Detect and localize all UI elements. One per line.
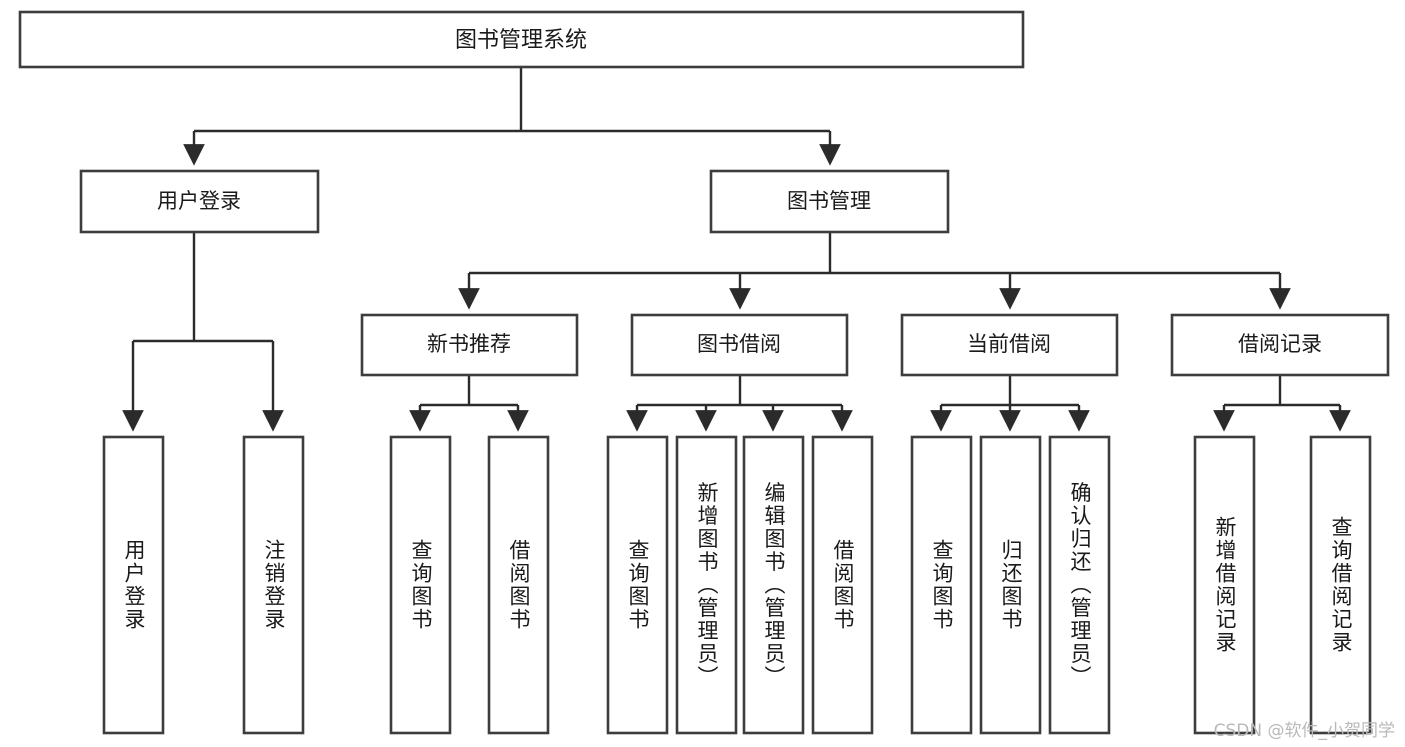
node-current-borrow-label: 当前借阅: [967, 332, 1051, 356]
edges-new-book-to-leaves: [409, 375, 529, 432]
edges-book-borrow-to-leaves: [626, 375, 853, 432]
leaf-new-book-1[interactable]: 查询图书: [389, 435, 452, 735]
leaf-book-borrow-3[interactable]: 编辑图书（管理员）: [742, 435, 805, 735]
leaf-current-borrow-3-label: 确认归还（管理员）: [1068, 482, 1092, 689]
edges-book-manage-to-level3: [458, 232, 1291, 310]
leaf-book-borrow-3-label: 编辑图书（管理员）: [762, 482, 786, 689]
leaf-current-borrow-1[interactable]: 查询图书: [910, 435, 973, 735]
leaf-book-borrow-2[interactable]: 新增图书（管理员）: [675, 435, 738, 735]
leaf-borrow-record-1[interactable]: 新增借阅记录: [1193, 435, 1256, 735]
leaf-user-login-2[interactable]: 注销登录: [242, 435, 305, 735]
leaf-new-book-1-box[interactable]: [389, 435, 452, 735]
node-root-label: 图书管理系统: [455, 28, 587, 53]
leaf-user-login-2-box[interactable]: [242, 435, 305, 735]
node-book-borrow[interactable]: 图书借阅: [630, 313, 849, 377]
node-new-book-label: 新书推荐: [427, 332, 511, 356]
node-book-manage[interactable]: 图书管理: [709, 169, 950, 234]
node-root[interactable]: 图书管理系统: [18, 10, 1025, 69]
node-user-login-label: 用户登录: [157, 189, 241, 213]
leaf-current-borrow-2-box[interactable]: [979, 435, 1042, 735]
leaf-user-login-2-label: 注销登录: [262, 539, 286, 631]
leaf-book-borrow-4-label: 借阅图书: [831, 539, 855, 631]
leaf-current-borrow-3-box[interactable]: [1048, 435, 1111, 735]
leaf-borrow-record-2-label: 查询借阅记录: [1329, 516, 1353, 654]
leaf-book-borrow-1[interactable]: 查询图书: [606, 435, 669, 735]
node-borrow-record-box[interactable]: [1170, 313, 1390, 377]
leaf-new-book-2[interactable]: 借阅图书: [487, 435, 550, 735]
leaf-new-book-1-label: 查询图书: [409, 539, 433, 631]
leaf-borrow-record-2[interactable]: 查询借阅记录: [1309, 435, 1372, 735]
node-book-borrow-box[interactable]: [630, 313, 849, 377]
node-new-book[interactable]: 新书推荐: [360, 313, 579, 377]
leaf-user-login-1-box[interactable]: [102, 435, 165, 735]
leaf-current-borrow-2-label: 归还图书: [999, 539, 1023, 631]
node-user-login-box[interactable]: [79, 169, 320, 234]
edges-user-login-to-leaves: [122, 232, 284, 432]
leaf-borrow-record-2-box[interactable]: [1309, 435, 1372, 735]
leaf-book-borrow-4-box[interactable]: [811, 435, 874, 735]
node-borrow-record[interactable]: 借阅记录: [1170, 313, 1390, 377]
leaf-new-book-2-label: 借阅图书: [507, 539, 531, 631]
leaf-book-borrow-1-box[interactable]: [606, 435, 669, 735]
node-current-borrow[interactable]: 当前借阅: [900, 313, 1119, 377]
leaf-current-borrow-3[interactable]: 确认归还（管理员）: [1048, 435, 1111, 735]
node-borrow-record-label: 借阅记录: [1238, 332, 1322, 356]
edges-borrow-record-to-leaves: [1213, 375, 1351, 432]
leaf-new-book-2-box[interactable]: [487, 435, 550, 735]
leaf-book-borrow-4[interactable]: 借阅图书: [811, 435, 874, 735]
node-new-book-box[interactable]: [360, 313, 579, 377]
leaf-borrow-record-1-box[interactable]: [1193, 435, 1256, 735]
leaf-user-login-1-label: 用户登录: [122, 539, 146, 631]
leaf-current-borrow-1-box[interactable]: [910, 435, 973, 735]
leaf-book-borrow-2-box[interactable]: [675, 435, 738, 735]
node-current-borrow-box[interactable]: [900, 313, 1119, 377]
node-book-borrow-label: 图书借阅: [697, 332, 781, 356]
leaf-user-login-1[interactable]: 用户登录: [102, 435, 165, 735]
leaf-current-borrow-1-label: 查询图书: [930, 539, 954, 631]
leaf-borrow-record-1-label: 新增借阅记录: [1213, 516, 1237, 654]
node-book-manage-box[interactable]: [709, 169, 950, 234]
leaf-current-borrow-2[interactable]: 归还图书: [979, 435, 1042, 735]
node-root-box[interactable]: [18, 10, 1025, 69]
edges-root-to-level2: [183, 67, 841, 166]
edges-current-borrow-to-leaves: [930, 375, 1090, 432]
leaf-book-borrow-3-box[interactable]: [742, 435, 805, 735]
leaf-book-borrow-1-label: 查询图书: [626, 539, 650, 631]
node-book-manage-label: 图书管理: [787, 189, 871, 213]
leaf-book-borrow-2-label: 新增图书（管理员）: [695, 482, 719, 689]
node-user-login[interactable]: 用户登录: [79, 169, 320, 234]
